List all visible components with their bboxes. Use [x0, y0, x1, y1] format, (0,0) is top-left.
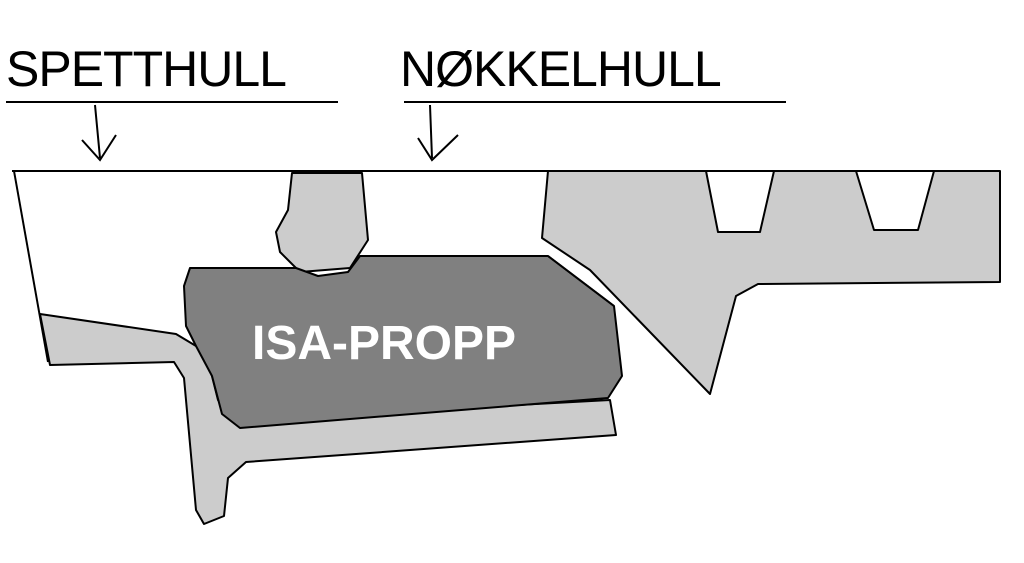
nokkelhull-arrow [417, 104, 459, 162]
spetthull-arrow [81, 104, 117, 162]
plug-diagonal-edge [547, 255, 615, 307]
nokkelhull-label: NØKKELHULL [400, 41, 722, 97]
right-housing [541, 170, 1001, 395]
center-tongue [275, 172, 369, 273]
isa-plug [183, 255, 623, 429]
spetthull-label: SPETTHULL [6, 41, 287, 97]
isa-propp-label: ISA-PROPP [252, 317, 517, 370]
